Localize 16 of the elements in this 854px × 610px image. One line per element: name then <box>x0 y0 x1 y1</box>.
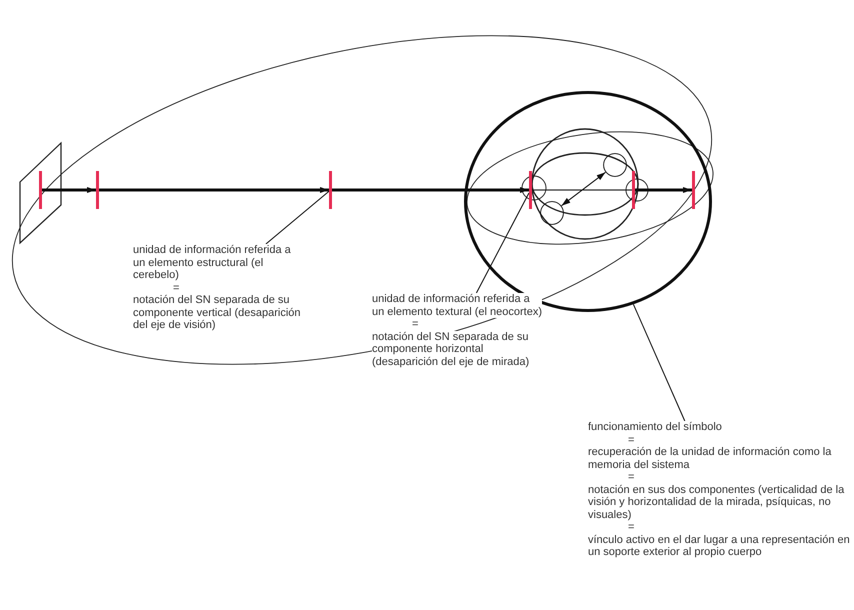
leader-line <box>476 192 530 294</box>
tick-mark <box>96 171 99 209</box>
annotation-text: unidad de información referida a un elemento textural (el neocortex) <box>372 293 542 318</box>
arrow <box>635 187 692 193</box>
arrow <box>561 172 606 206</box>
tick-mark <box>529 171 532 209</box>
arrow <box>99 187 329 193</box>
annotation-text: funcionamiento del símbolo <box>588 421 722 434</box>
tick-mark <box>632 171 635 209</box>
annotation-text: notación del SN separada de su componente vertical (desaparición del eje de visión) <box>133 294 303 332</box>
arrow <box>332 187 529 193</box>
leader-line <box>265 190 330 244</box>
leader-line <box>632 304 686 422</box>
tick-mark <box>329 171 332 209</box>
tick-mark <box>39 171 42 209</box>
tick-mark <box>692 171 695 209</box>
